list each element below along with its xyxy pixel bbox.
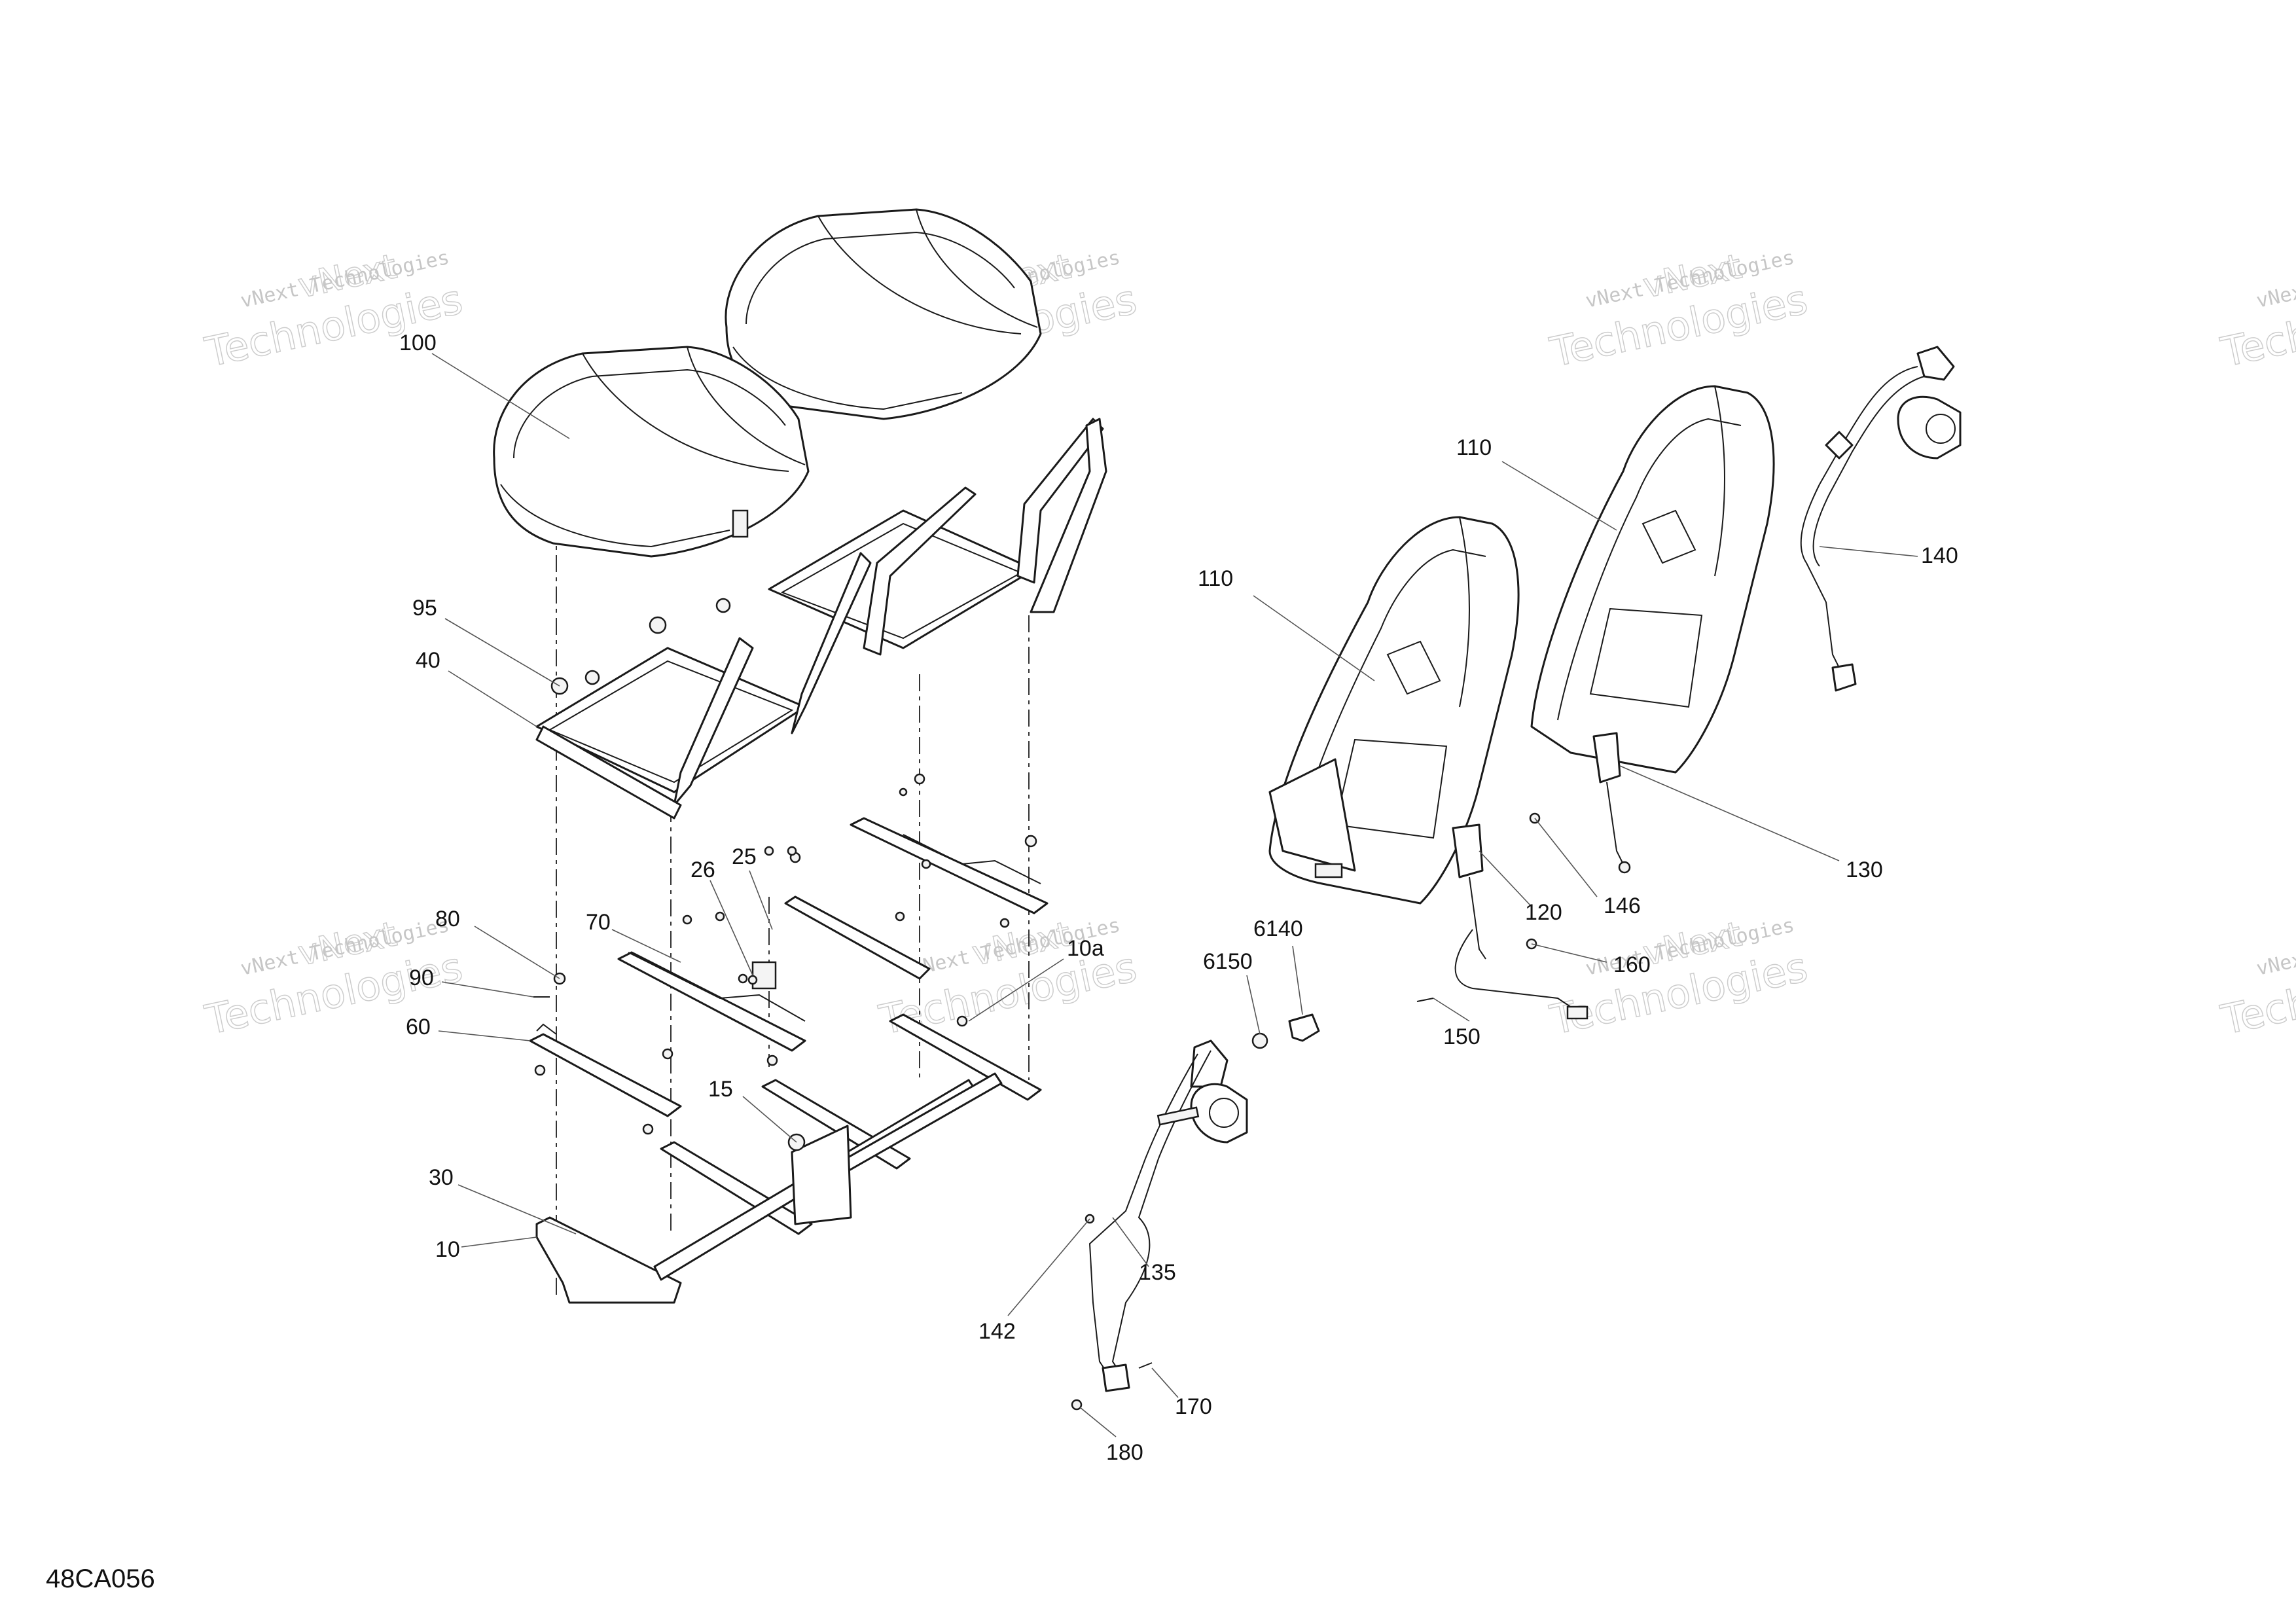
bolt-170: [1138, 1362, 1153, 1369]
callout-140: 140: [1921, 543, 1958, 568]
bolt-6140: [1288, 1013, 1320, 1042]
callout-146: 146: [1604, 893, 1641, 918]
callout-110-left: 110: [1198, 566, 1233, 591]
seat-backrest-left: [1268, 516, 1520, 905]
latch-bracket: [751, 961, 777, 990]
callout-6140: 6140: [1253, 916, 1303, 941]
callout-6150: 6150: [1203, 949, 1253, 974]
belt-clip: [1157, 1106, 1200, 1126]
seat-cushion-front: [493, 346, 810, 558]
callout-10a: 10a: [1067, 936, 1104, 961]
slide-rail-front-right: [617, 951, 806, 1052]
assembly-centerlines: [556, 524, 1030, 1296]
callout-60: 60: [406, 1015, 431, 1039]
watermark-7: vNext Technologies: [2254, 246, 2296, 313]
callout-95: 95: [412, 596, 437, 621]
lap-belt-135: [1071, 1013, 1320, 1411]
watermark-group: vNext Technologies Technologies vNext vN…: [200, 246, 2296, 1045]
callout-80: 80: [435, 907, 460, 931]
document-code: 48CA056: [46, 1564, 155, 1593]
seat-frame-front: [535, 552, 872, 820]
watermark-8: vNext Technologies: [2254, 914, 2296, 981]
callout-15: 15: [708, 1077, 733, 1102]
callout-120: 120: [1525, 900, 1562, 925]
grommet: [649, 616, 667, 634]
seat-frame-rear: [768, 418, 1107, 656]
callout-10: 10: [435, 1237, 460, 1262]
callout-25: 25: [732, 844, 757, 869]
connector: [1566, 1005, 1588, 1020]
callout-100: 100: [399, 331, 437, 355]
watermark-text: vNext Technologies: [2254, 914, 2296, 981]
slide-rail-rear-left: [784, 895, 931, 980]
slide-rail-rear-right: [850, 817, 1049, 914]
callout-180: 180: [1106, 1440, 1143, 1465]
cushion-clip: [732, 509, 749, 538]
callout-40: 40: [416, 648, 440, 673]
callout-135: 135: [1139, 1260, 1176, 1285]
base-frame: [535, 1013, 1042, 1304]
grommet: [715, 598, 731, 613]
belt-retractor-140: [1800, 346, 1962, 692]
callout-26: 26: [691, 857, 715, 882]
callout-70: 70: [586, 910, 611, 935]
washer-6150: [1251, 1032, 1268, 1049]
callout-130: 130: [1846, 857, 1883, 882]
callout-110-right: 110: [1456, 435, 1492, 460]
callout-160: 160: [1613, 952, 1651, 977]
callout-170: 170: [1175, 1394, 1212, 1419]
leader-lines: [431, 353, 1918, 1437]
callout-30: 30: [429, 1165, 454, 1190]
slide-rail-front-left: [529, 1023, 682, 1117]
fasteners-left: [533, 773, 1037, 1135]
grommet: [584, 670, 600, 685]
bolt-150: [1416, 998, 1434, 1002]
callout-142: 142: [978, 1319, 1016, 1344]
nut-180: [1071, 1399, 1083, 1411]
callout-150: 150: [1443, 1024, 1480, 1049]
seat-backrest-right: [1530, 385, 1775, 774]
callout-labels: 100 95 40 80 90 60 30 10 70 26 25 15 10a…: [399, 331, 1958, 1465]
callout-90: 90: [409, 965, 434, 990]
watermark-text: vNext Technologies: [2254, 246, 2296, 313]
buckle-130: [1592, 732, 1631, 874]
seat-mount: [1314, 863, 1343, 878]
